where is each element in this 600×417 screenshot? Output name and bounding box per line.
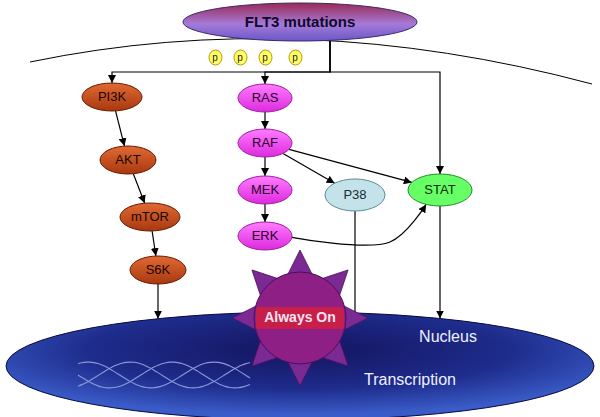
ellipse-fill <box>408 174 472 206</box>
node-label: Always On <box>264 310 336 325</box>
node-label: p <box>212 52 218 63</box>
signal-arrow <box>265 40 330 84</box>
kinase-ellipse: P38 <box>324 178 386 212</box>
kinase-ellipse: AKT <box>99 145 157 175</box>
kinase-ellipse: PI3K <box>81 82 143 112</box>
kinase-ellipse: S6K <box>129 255 187 285</box>
node-label: S6K <box>146 263 171 277</box>
node-label: RAS <box>252 91 279 105</box>
ellipse-fill <box>82 83 142 111</box>
node-label: Transcription <box>364 371 456 389</box>
kinase-ellipse: mTOR <box>119 202 181 232</box>
signal-arrow <box>116 111 125 146</box>
node-label: Nucleus <box>419 328 477 346</box>
receptor-ellipse: FLT3 mutations <box>182 2 418 42</box>
node-label: STAT <box>424 183 455 197</box>
signal-arrow <box>264 157 265 176</box>
signal-arrow <box>152 231 156 256</box>
dna-strand <box>78 362 250 388</box>
kinase-ellipse: MEK <box>237 175 293 205</box>
ellipse-fill <box>238 222 292 250</box>
ellipse-fill <box>120 203 180 231</box>
ellipse-fill <box>259 50 272 65</box>
kinase-ellipse: RAF <box>237 128 293 158</box>
ellipse-fill <box>238 176 292 204</box>
node-label: RAF <box>252 136 278 150</box>
signal-arrow <box>439 206 440 319</box>
phospho-circle: p <box>208 49 223 66</box>
kinase-ellipse: ERK <box>237 221 293 251</box>
node-label: AKT <box>115 153 140 167</box>
dna-strand <box>78 362 250 388</box>
phospho-circle: p <box>288 49 303 66</box>
node-label: MEK <box>251 183 279 197</box>
always-on-burst: Always On <box>225 243 375 393</box>
node-label: p <box>237 52 243 63</box>
ellipse-fill <box>100 146 156 174</box>
signal-arrow <box>133 174 144 203</box>
signal-arrow <box>112 40 330 83</box>
ellipse-fill <box>183 3 417 41</box>
ellipse-fill <box>238 84 292 112</box>
node-label: mTOR <box>131 210 169 224</box>
phospho-circle: p <box>233 49 248 66</box>
ellipse-fill <box>130 256 186 284</box>
ellipse-fill <box>325 179 385 211</box>
dna-strand <box>78 362 250 388</box>
signal-arrow <box>264 204 265 222</box>
node-label: p <box>292 52 298 63</box>
ellipse-fill <box>289 50 302 65</box>
signal-arrow <box>283 153 335 183</box>
ellipse-fill <box>209 50 222 65</box>
signal-arrow <box>330 40 440 174</box>
phospho-circle: p <box>258 49 273 66</box>
signal-arrow <box>264 112 265 129</box>
node-label: p <box>262 52 268 63</box>
signal-arrow <box>157 284 158 319</box>
kinase-ellipse: RAS <box>237 83 293 113</box>
node-label: P38 <box>343 188 366 202</box>
node-label: PI3K <box>98 90 126 104</box>
signal-arrow <box>354 211 355 313</box>
transcription-factor-ellipse: STAT <box>407 173 473 207</box>
nucleus-fill <box>6 312 594 417</box>
burst-circle <box>254 272 346 364</box>
node-label: FLT3 mutations <box>245 14 356 31</box>
ellipse-fill <box>238 129 292 157</box>
ellipse-fill <box>234 50 247 65</box>
signal-arrow <box>289 149 412 182</box>
cell-membrane <box>30 39 592 84</box>
node-label: ERK <box>252 229 279 243</box>
label-band <box>256 307 344 329</box>
